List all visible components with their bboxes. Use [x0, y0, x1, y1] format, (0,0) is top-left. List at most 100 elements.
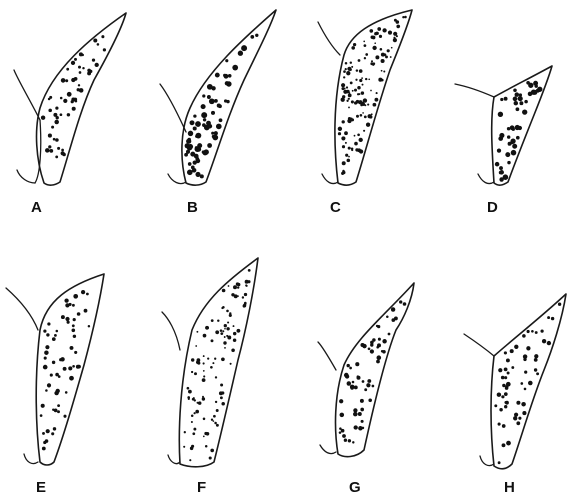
- stipple-dot: [45, 389, 48, 392]
- stipple-dot: [507, 135, 510, 138]
- stipple-dot: [217, 319, 219, 321]
- stipple-dot: [42, 432, 45, 435]
- stipple-dot: [53, 113, 57, 117]
- stipple-dot: [224, 74, 229, 79]
- stipple-dot: [498, 461, 501, 464]
- stipple-dot: [202, 94, 205, 97]
- stipple-dot: [391, 307, 395, 311]
- stipple-dot: [342, 120, 345, 123]
- figure-c-base-hook: [322, 174, 338, 184]
- stipple-dot: [248, 269, 251, 272]
- stipple-dot: [341, 172, 344, 175]
- stipple-dot: [61, 151, 65, 155]
- stipple-dot: [203, 362, 205, 364]
- stipple-dot: [82, 54, 84, 56]
- stipple-dot: [193, 428, 196, 431]
- figure-f-dots: [183, 269, 250, 461]
- figure-g-base-hook: [320, 445, 336, 454]
- stipple-dot: [46, 429, 50, 433]
- stipple-dot: [353, 43, 356, 46]
- stipple-dot: [74, 58, 77, 61]
- stipple-dot: [216, 409, 219, 412]
- stipple-dot: [87, 69, 91, 73]
- stipple-dot: [193, 126, 197, 130]
- stipple-dot: [233, 332, 236, 335]
- stipple-dot: [377, 343, 381, 347]
- stipple-dot: [65, 79, 68, 82]
- stipple-dot: [379, 35, 382, 38]
- stipple-dot: [226, 335, 228, 337]
- stipple-dot: [213, 415, 216, 418]
- stipple-dot: [358, 59, 361, 62]
- stipple-dot: [348, 117, 351, 120]
- stipple-dot: [351, 66, 353, 68]
- stipple-dot: [49, 149, 53, 153]
- stipple-dot: [359, 79, 362, 82]
- stipple-dot: [342, 95, 345, 98]
- stipple-dot: [48, 109, 52, 113]
- stipple-dot: [402, 16, 404, 18]
- stipple-dot: [77, 312, 81, 316]
- stipple-dot: [348, 439, 351, 442]
- stipple-dot: [376, 325, 378, 327]
- stipple-dot: [216, 424, 219, 427]
- stipple-dot: [215, 401, 217, 403]
- stipple-dot: [54, 120, 59, 125]
- stipple-dot: [352, 441, 354, 443]
- figure-a: A: [14, 13, 126, 216]
- stipple-dot: [522, 334, 526, 338]
- stipple-dot: [46, 333, 49, 336]
- stipple-dot: [355, 362, 359, 366]
- stipple-dot: [354, 425, 358, 429]
- stipple-dot: [205, 326, 209, 330]
- stipple-dot: [368, 78, 370, 80]
- figure-e-base-hook: [24, 454, 38, 464]
- stipple-dot: [534, 368, 537, 371]
- figure-d: D: [455, 66, 552, 216]
- stipple-dot: [233, 325, 235, 327]
- stipple-dot: [516, 421, 520, 425]
- stipple-dot: [73, 335, 76, 338]
- stipple-dot: [499, 166, 503, 170]
- stipple-dot: [558, 303, 561, 306]
- stipple-dot: [403, 302, 407, 306]
- stipple-dot: [54, 334, 57, 337]
- stipple-dot: [222, 289, 226, 293]
- stipple-dot: [41, 115, 45, 119]
- stipple-dot: [342, 161, 346, 165]
- stipple-dot: [350, 61, 352, 63]
- stipple-dot: [191, 358, 194, 361]
- stipple-dot: [522, 109, 527, 114]
- stipple-dot: [226, 100, 229, 103]
- stipple-dot: [72, 365, 75, 368]
- stipple-dot: [40, 414, 43, 417]
- stipple-dot: [513, 97, 518, 102]
- stipple-dot: [242, 296, 244, 298]
- stipple-dot: [71, 61, 75, 65]
- stipple-dot: [501, 376, 505, 380]
- figure-g-dots: [339, 300, 407, 443]
- stipple-dot: [195, 410, 199, 414]
- stipple-dot: [364, 116, 367, 119]
- figure-f-stem-left: [162, 312, 180, 350]
- stipple-dot: [364, 57, 366, 59]
- stipple-dot: [352, 381, 355, 384]
- stipple-dot: [351, 100, 354, 103]
- stipple-dot: [72, 329, 76, 333]
- figure-g-label: G: [349, 479, 361, 496]
- stipple-dot: [372, 46, 376, 50]
- stipple-dot: [497, 392, 501, 396]
- stipple-dot: [510, 138, 515, 143]
- stipple-dot: [504, 376, 507, 379]
- stipple-dot: [346, 100, 348, 102]
- stipple-dot: [214, 358, 216, 360]
- figure-a-label: A: [31, 199, 42, 216]
- stipple-dot: [41, 404, 45, 408]
- stipple-dot: [512, 128, 515, 131]
- stipple-dot: [386, 315, 389, 318]
- figure-b-label: B: [187, 199, 198, 216]
- stipple-dot: [359, 101, 361, 103]
- stipple-dot: [71, 78, 75, 82]
- stipple-dot: [505, 152, 510, 157]
- stipple-dot: [347, 67, 351, 71]
